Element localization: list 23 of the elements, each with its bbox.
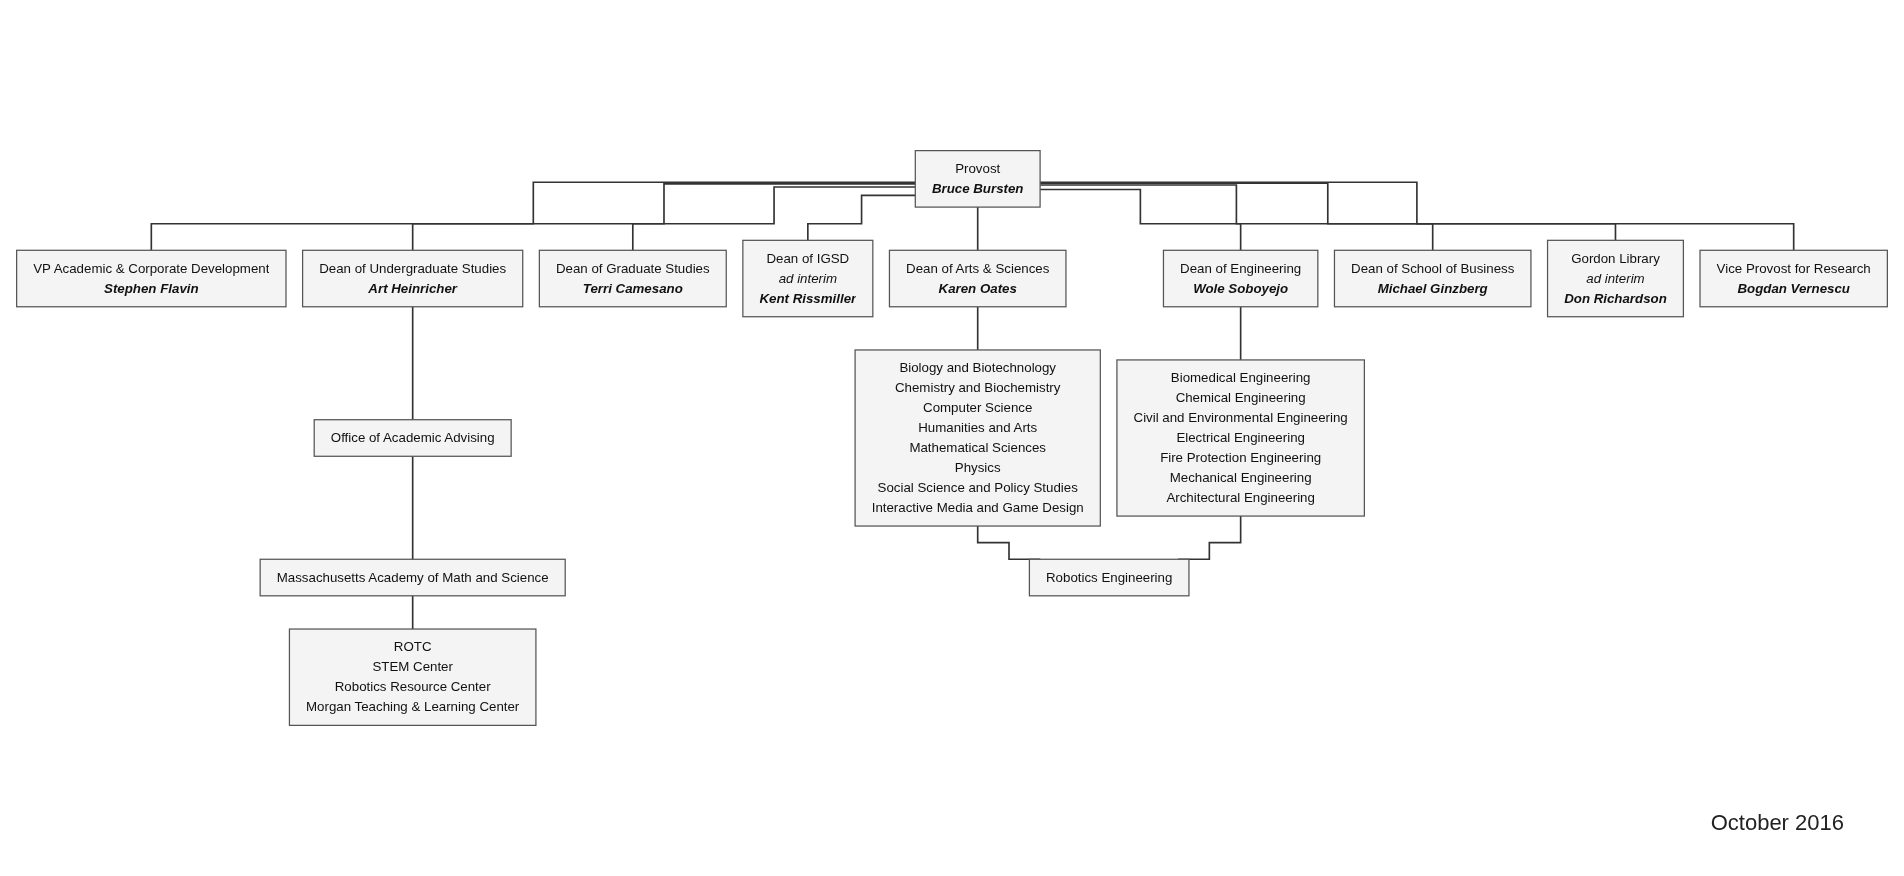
- connector: [1239, 305, 1242, 361]
- node-box: Dean of Undergraduate Studies Art Heinricher: [302, 249, 524, 308]
- connector: [976, 206, 979, 252]
- connector: [976, 305, 979, 351]
- node-box: Biology and Biotechnology Chemistry and Biochemistry Computer Science Humanities and Arts Mathematical Sciences Physics Social Science and Policy Studies Interactive Media and Game Design: [854, 349, 1101, 527]
- node-box: Dean of IGSD ad interim Kent Rissmiller: [742, 239, 874, 318]
- node-box: Massachusetts Academy of Math and Science: [259, 558, 566, 597]
- node-box: Provost Bruce Bursten: [914, 150, 1041, 208]
- node-box: Dean of Graduate Studies Terri Camesano: [538, 249, 727, 308]
- node-box: Dean of Arts & Sciences Karen Oates: [888, 249, 1067, 308]
- date-note: October 2016: [1710, 810, 1844, 836]
- node-box: Robotics Engineering: [1028, 558, 1190, 597]
- connector: [411, 455, 414, 561]
- connector: [411, 305, 414, 421]
- node-box: Biomedical Engineering Chemical Engineering Civil and Environmental Engineering Electrical Engineering Fire Protection Engineering Mechanical Engineering Architectural Engineering: [1116, 359, 1365, 517]
- node-box: Dean of Engineering Wole Soboyejo: [1162, 249, 1319, 308]
- node-box: Dean of School of Business Michael Ginzberg: [1333, 249, 1532, 308]
- node-box: VP Academic & Corporate Development Stephen Flavin: [16, 249, 287, 308]
- connector: [411, 594, 414, 630]
- node-box: Vice Provost for Research Bogdan Vernescu: [1699, 249, 1888, 308]
- node-box: Gordon Library ad interim Don Richardson: [1546, 239, 1685, 318]
- node-box: Office of Academic Advising: [313, 419, 512, 457]
- node-box: ROTC STEM Center Robotics Resource Center Morgan Teaching & Learning Center: [288, 628, 537, 726]
